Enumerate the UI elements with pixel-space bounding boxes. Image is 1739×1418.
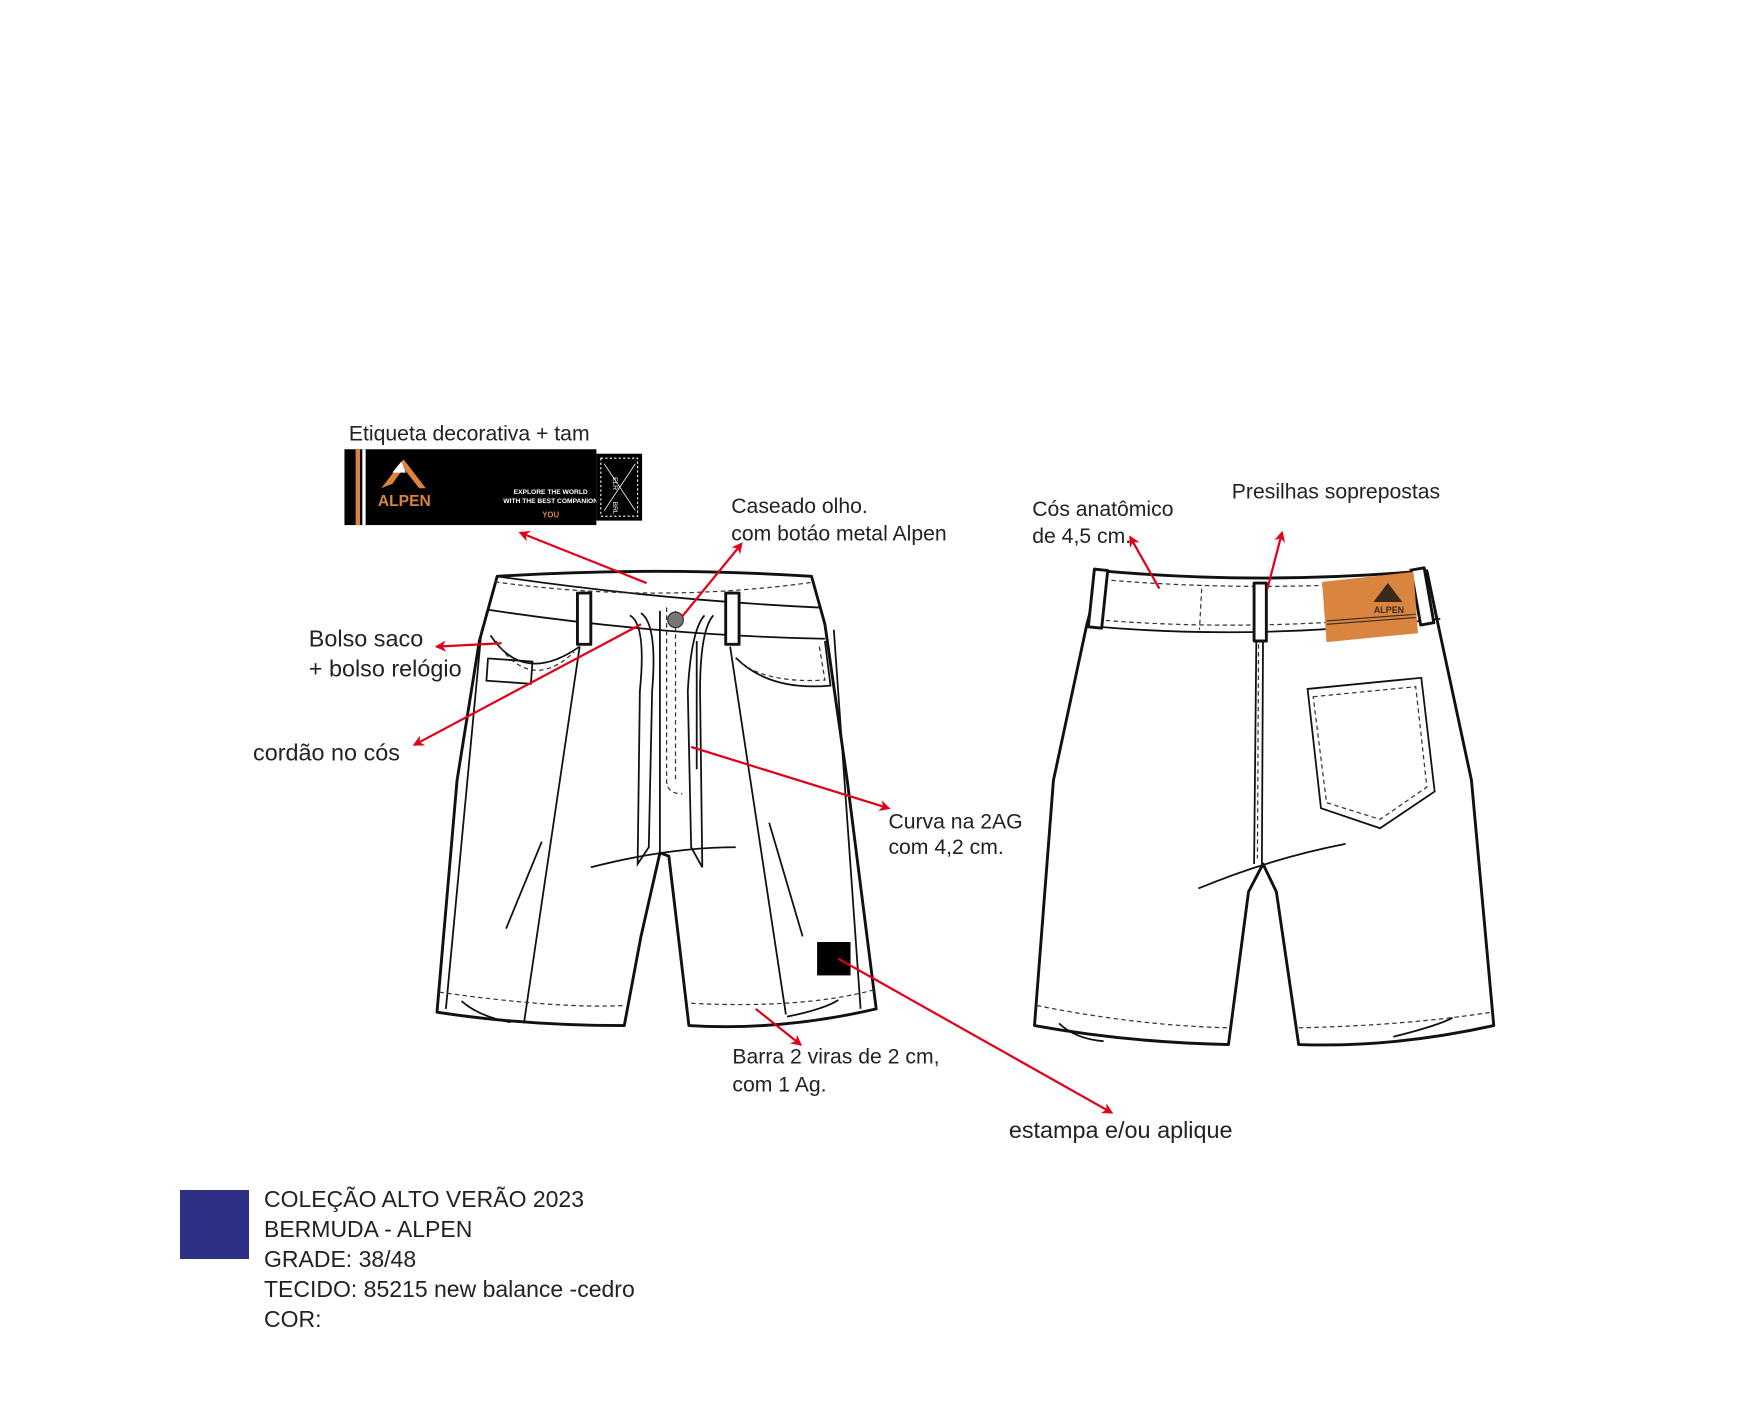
color-swatch: [180, 1190, 249, 1259]
info-collection: COLEÇÃO ALTO VERÃO 2023: [264, 1186, 585, 1212]
mountain-logo-icon: [1373, 583, 1403, 602]
label-cos-2: de 4,5 cm.: [1032, 525, 1131, 548]
product-info: COLEÇÃO ALTO VERÃO 2023 BERMUDA - ALPEN …: [264, 1184, 635, 1334]
label-barra-1: Barra 2 viras de 2 cm,: [732, 1045, 939, 1068]
label-curva-1: Curva na 2AG: [888, 810, 1022, 833]
label-presilhas: Presilhas soprepostas: [1232, 480, 1440, 503]
tag-you: YOU: [542, 510, 559, 519]
front-shorts-drawing: [435, 569, 878, 1029]
print-placeholder: [817, 941, 851, 976]
tag-slogan-2: WITH THE BEST COMPANION: [503, 498, 598, 505]
label-bolso-2: + bolso relógio: [309, 656, 462, 682]
decorative-tag: ALPEN EXPLORE THE WORLD WITH THE BEST CO…: [344, 449, 643, 526]
info-fabric: TECIDO: 85215 new balance -cedro: [264, 1276, 635, 1302]
label-cos-1: Cós anatômico: [1032, 498, 1173, 521]
label-caseado-1: Caseado olho.: [731, 495, 868, 518]
patch-brand: ALPEN: [1374, 605, 1404, 615]
tag-brand: ALPEN: [378, 493, 431, 510]
label-etiqueta: Etiqueta decorativa + tam: [349, 422, 590, 445]
tag-size-bottom: BRL: [611, 502, 618, 515]
label-caseado-2: com botáo metal Alpen: [731, 523, 946, 546]
label-bolso-1: Bolso saco: [309, 626, 423, 652]
annotation-arrows: [412, 530, 1286, 1114]
label-barra-2: com 1 Ag.: [732, 1073, 826, 1096]
tag-slogan-1: EXPLORE THE WORLD: [514, 489, 588, 496]
leather-patch: ALPEN: [1322, 571, 1418, 643]
back-shorts-drawing: ALPEN: [1033, 566, 1496, 1047]
info-product: BERMUDA - ALPEN: [264, 1216, 473, 1242]
metal-button-icon: [667, 611, 684, 629]
info-color: COR:: [264, 1306, 322, 1332]
mountain-logo-icon: [381, 459, 426, 489]
label-estampa: estampa e/ou aplique: [1009, 1117, 1233, 1143]
label-curva-2: com 4,2 cm.: [888, 836, 1003, 859]
info-grade: GRADE: 38/48: [264, 1246, 417, 1272]
label-cordao: cordão no cós: [253, 739, 400, 765]
tag-size-top: ELR: [611, 477, 618, 490]
